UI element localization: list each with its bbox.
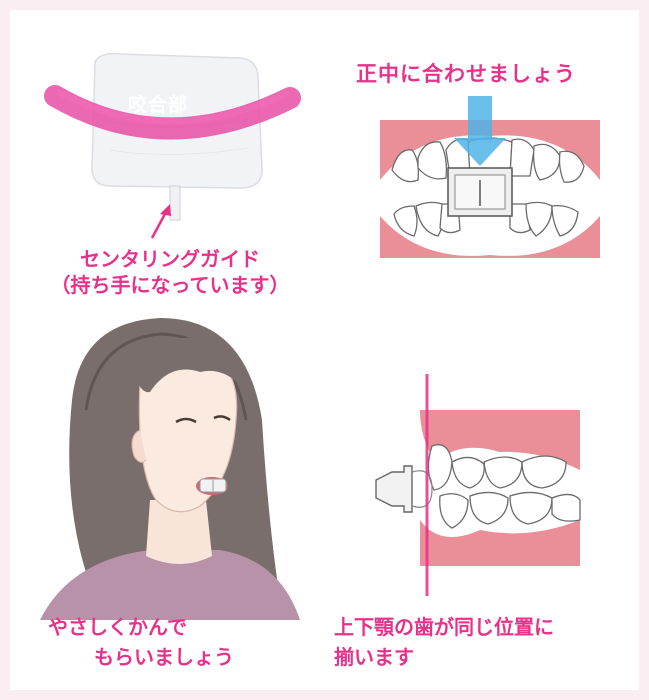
bite-part-label: 咬合部 — [128, 94, 189, 116]
front-view-title: 正中に合わせましょう — [356, 62, 576, 86]
woman-caption-line1: やさしくかんで — [48, 615, 187, 639]
side-view-caption-line1: 上下顎の歯が同じ位置に — [334, 615, 554, 639]
centering-guide-label-line2: （持ち手になっています） — [50, 273, 290, 297]
woman-caption: やさしくかんで もらいましょう — [48, 612, 328, 672]
side-view-caption-line2: 揃います — [334, 645, 414, 669]
centering-guide-label: センタリングガイド （持ち手になっています） — [20, 246, 320, 298]
woman-caption-line2: もらいましょう — [94, 645, 234, 669]
side-view-caption: 上下顎の歯が同じ位置に 揃います — [334, 612, 634, 672]
centering-guide-label-line1: センタリングガイド — [80, 247, 260, 271]
